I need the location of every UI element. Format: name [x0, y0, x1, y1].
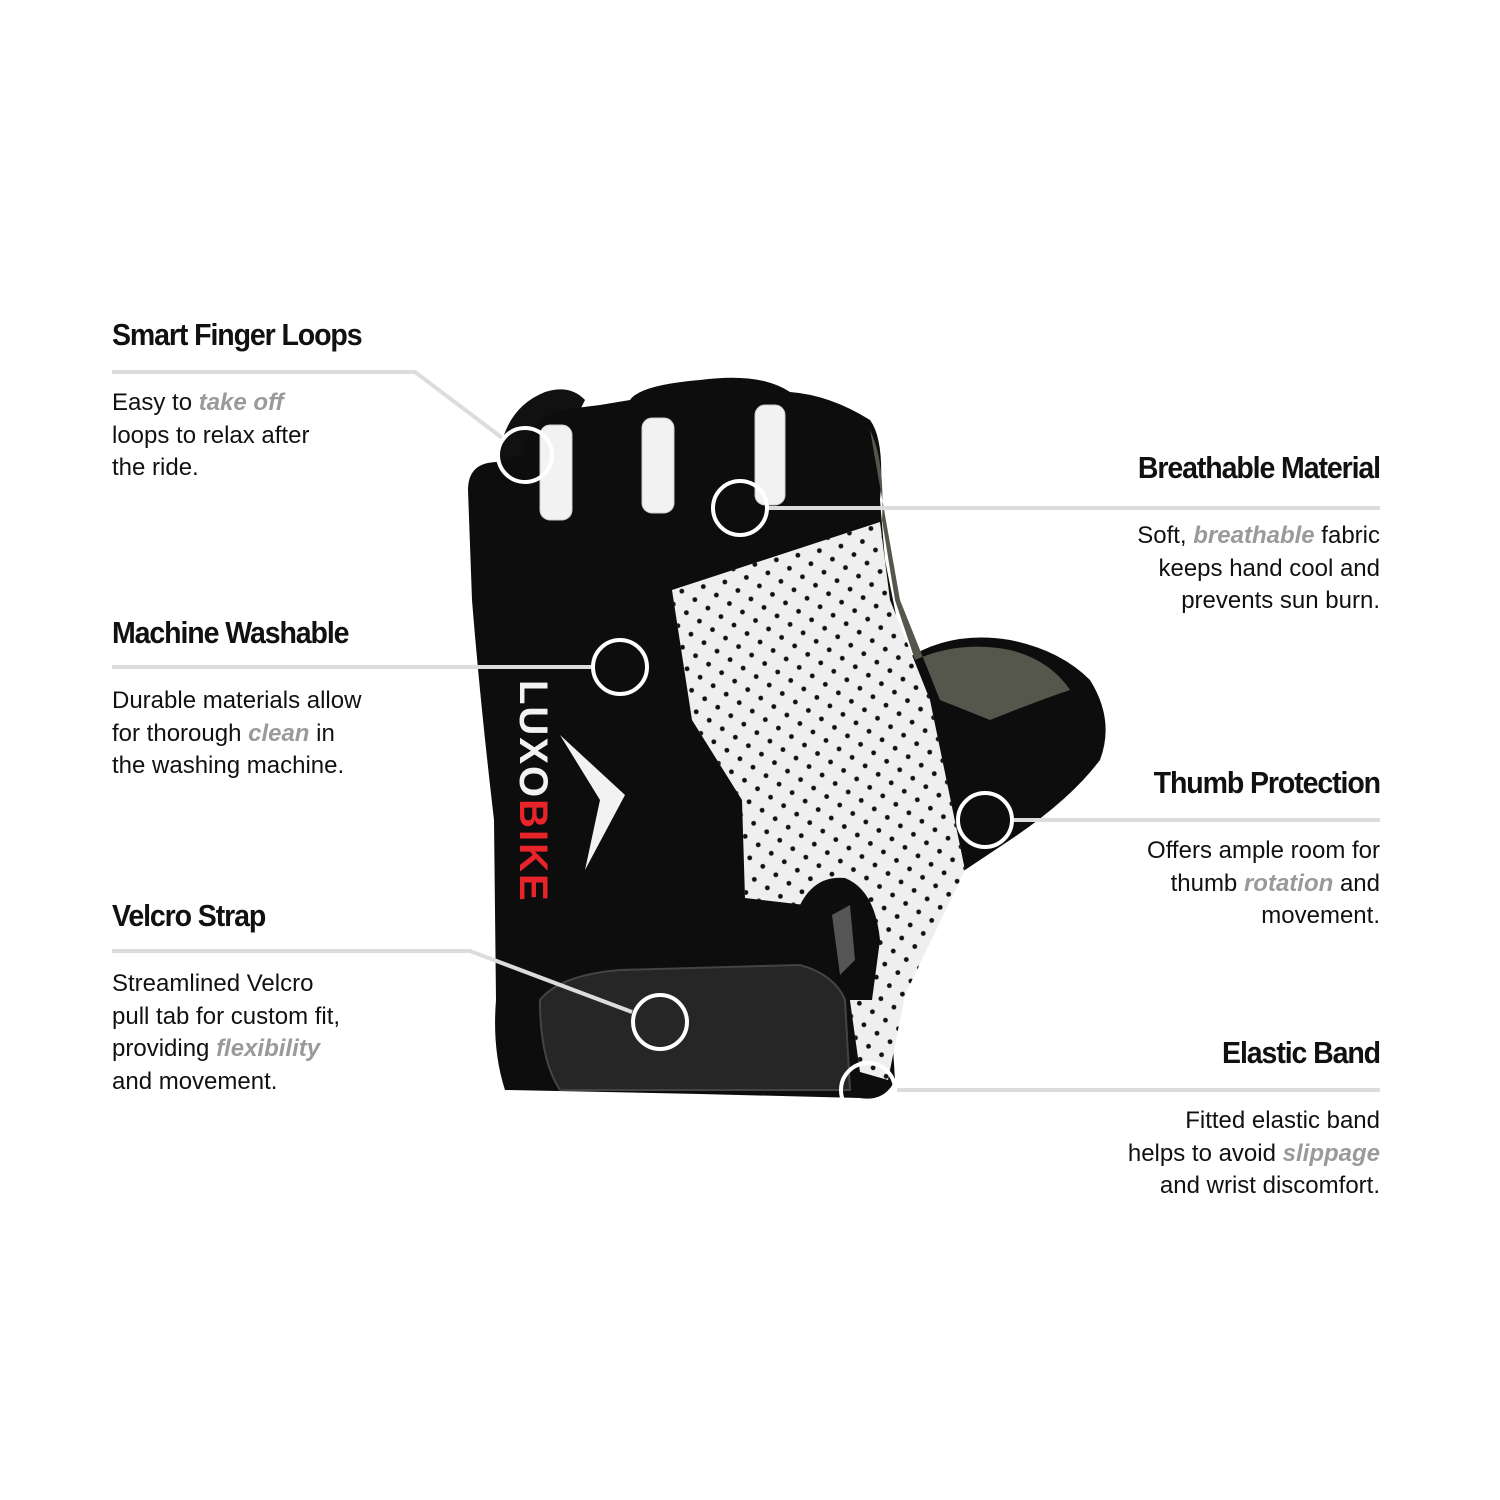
callout-circle — [631, 993, 689, 1051]
leader-line — [112, 949, 633, 1014]
finger-loop — [539, 424, 573, 521]
description-text: prevents sun burn. — [1181, 587, 1380, 614]
feature-title: Smart Finger Loops — [112, 317, 363, 352]
feature-title: Thumb Protection — [1153, 765, 1381, 800]
description-line: Fitted elastic band — [960, 1105, 1380, 1138]
leader-line — [112, 370, 507, 442]
description-text: and wrist discomfort. — [1159, 1172, 1380, 1199]
feature-description: Streamlined Velcro pull tab for custom fi… — [112, 968, 532, 1098]
description-line: thumb rotation and — [960, 868, 1380, 901]
mesh-perforations — [672, 522, 965, 1080]
palm-panel — [870, 430, 1070, 720]
description-text: the ride. — [112, 454, 199, 481]
finger-loop — [754, 404, 786, 506]
description-line: for thorough clean in — [112, 718, 532, 751]
logo-text-luxo: LUXO — [511, 680, 555, 799]
velcro-tab — [538, 963, 852, 1091]
description-text: and — [1333, 869, 1380, 897]
feature-breathable-material: Breathable Material Soft, breathable fab… — [860, 450, 1381, 618]
description-line: Streamlined Velcro — [112, 968, 532, 1001]
description-text: for thorough — [112, 719, 249, 747]
emphasis-text: take off — [198, 389, 284, 416]
feature-machine-washable: Machine Washable Durable materials allow… — [112, 615, 532, 783]
description-text: loops to relax after — [112, 421, 310, 449]
description-line: and movement. — [112, 1066, 532, 1099]
description-text: fabric — [1314, 522, 1380, 549]
emphasis-text: slippage — [1282, 1139, 1380, 1167]
feature-thumb-protection: Thumb Protection Offers ample room for th… — [960, 765, 1381, 933]
emphasis-text: rotation — [1243, 869, 1334, 897]
description-line: Soft, breathable fabric — [860, 520, 1380, 553]
callout-markers — [496, 426, 1014, 1119]
feature-velcro-strap: Velcro Strap Streamlined Velcro pull tab … — [112, 898, 532, 1098]
feature-title: Elastic Band — [1222, 1035, 1381, 1070]
description-text: providing — [112, 1035, 217, 1062]
description-line: movement. — [960, 900, 1380, 933]
description-line: prevents sun burn. — [860, 585, 1380, 618]
description-line: and wrist discomfort. — [960, 1170, 1380, 1203]
description-text: Streamlined Velcro — [112, 970, 314, 997]
description-text: the washing machine. — [112, 752, 345, 779]
description-line: Easy to take off — [112, 387, 532, 420]
description-line: Offers ample room for — [960, 835, 1380, 868]
brand-logo: LUXOBIKE — [511, 680, 555, 903]
description-text: movement. — [1261, 902, 1380, 929]
emphasis-text: clean — [248, 719, 310, 747]
feature-description: Fitted elastic band helps to avoid slippa… — [960, 1105, 1380, 1203]
emphasis-text: breathable — [1193, 522, 1315, 549]
pull-tab-slot — [832, 905, 855, 975]
finger-loop — [641, 417, 675, 514]
description-line: loops to relax after — [112, 420, 532, 453]
description-text: Easy to — [112, 389, 199, 416]
leader-lines — [112, 370, 1380, 1092]
feature-elastic-band: Elastic Band Fitted elastic band helps to… — [960, 1035, 1381, 1203]
description-line: providing flexibility — [112, 1033, 532, 1066]
description-text: pull tab for custom fit, — [112, 1002, 341, 1030]
description-text: Fitted elastic band — [1185, 1107, 1380, 1134]
description-text: Durable materials allow — [112, 687, 362, 714]
emphasis-text: flexibility — [216, 1035, 321, 1062]
callout-circle — [496, 426, 554, 484]
feature-title: Machine Washable — [112, 615, 350, 650]
description-line: the washing machine. — [112, 750, 532, 783]
callout-circle — [591, 638, 649, 696]
description-line: Durable materials allow — [112, 685, 532, 718]
feature-title: Velcro Strap — [112, 898, 266, 933]
description-text: Soft, — [1137, 522, 1194, 549]
logo-mountain-icon — [560, 735, 625, 870]
description-line: pull tab for custom fit, — [112, 1001, 532, 1034]
svg-text:LUXOBIKE: LUXOBIKE — [511, 680, 555, 903]
description-line: helps to avoid slippage — [960, 1138, 1380, 1171]
feature-description: Durable materials allow for thorough clea… — [112, 685, 532, 783]
description-text: thumb — [1170, 869, 1244, 897]
description-text: keeps hand cool and — [1158, 554, 1380, 582]
callout-circle — [956, 791, 1014, 849]
description-line: the ride. — [112, 452, 532, 485]
description-text: and movement. — [112, 1067, 278, 1095]
description-text: in — [309, 719, 335, 747]
feature-title: Breathable Material — [1137, 450, 1381, 485]
description-text: Offers ample room for — [1147, 837, 1380, 864]
callout-circle — [711, 479, 769, 537]
logo-text-bike: BIKE — [511, 799, 555, 903]
callout-circle — [839, 1061, 897, 1119]
description-text: helps to avoid — [1127, 1139, 1283, 1167]
description-line: keeps hand cool and — [860, 553, 1380, 586]
